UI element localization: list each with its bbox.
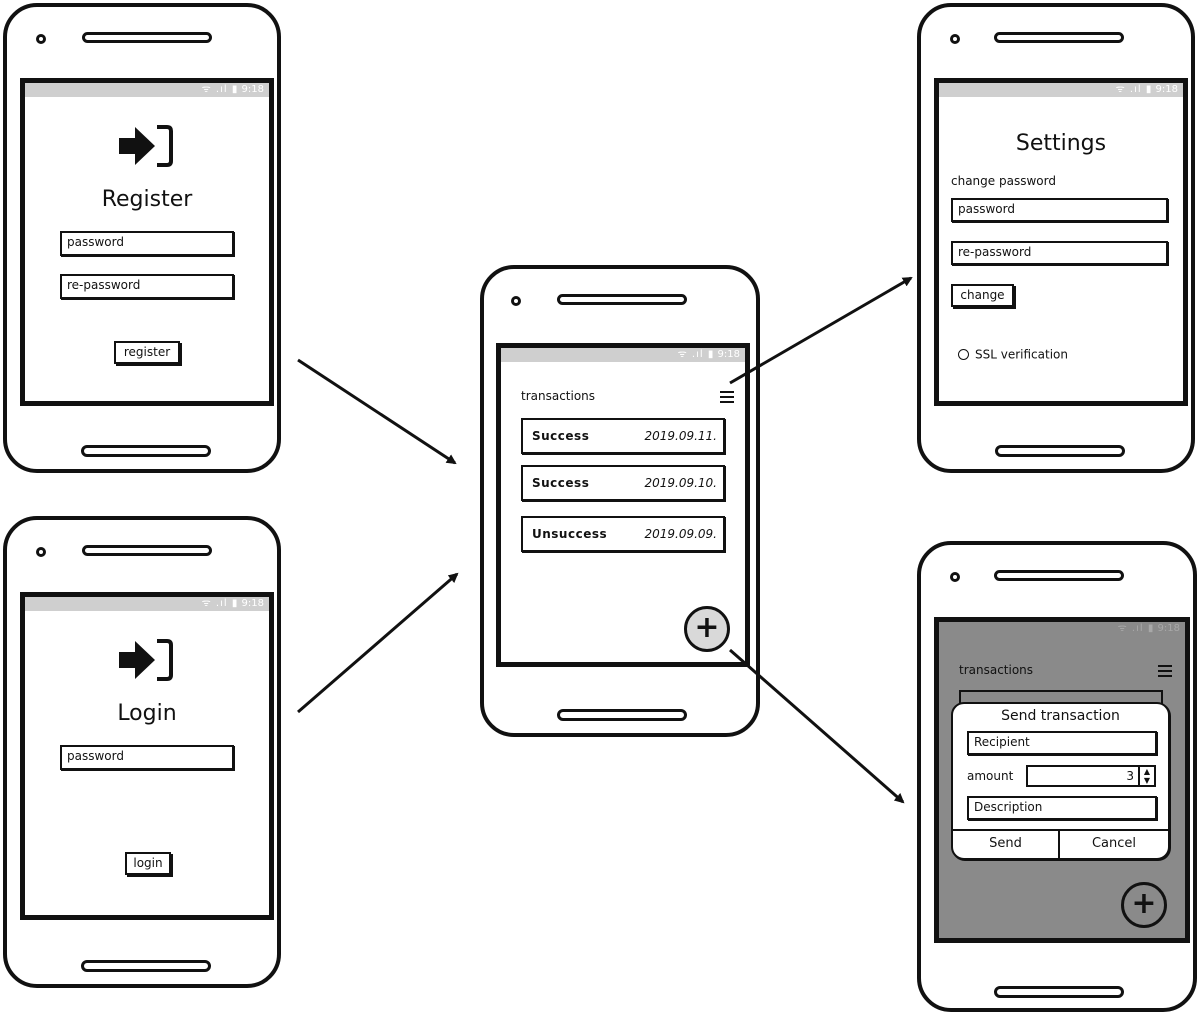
login-arrow-icon (119, 125, 173, 167)
camera-icon (511, 296, 521, 306)
transaction-row[interactable]: Unsuccess 2019.09.09. (521, 516, 725, 552)
status-signal: ᯤ .ıl ▮ (677, 349, 715, 360)
hamburger-menu-icon[interactable] (720, 391, 734, 403)
transaction-row[interactable]: Success 2019.09.11. (521, 418, 725, 454)
add-transaction-button: + (1121, 882, 1167, 928)
register-screen: ᯤ .ıl ▮ 9:18 Register password re-passwo… (20, 78, 274, 406)
transaction-date: 2019.09.09. (644, 527, 717, 541)
status-bar: ᯤ .ıl ▮ 9:18 (25, 83, 269, 97)
ssl-verification-radio[interactable]: SSL verification (958, 347, 1068, 362)
cancel-button[interactable]: Cancel (1091, 836, 1137, 851)
transaction-status: Success (532, 429, 590, 443)
password-field[interactable]: password (60, 745, 234, 770)
dialog-title: Send transaction (1001, 708, 1120, 724)
register-button[interactable]: register (114, 341, 180, 364)
home-button[interactable] (557, 709, 687, 721)
dialog-divider (953, 829, 1168, 831)
transaction-status: Unsuccess (532, 527, 608, 541)
speaker-grille (994, 570, 1124, 581)
change-password-label: change password (951, 174, 1056, 188)
ssl-label: SSL verification (975, 347, 1068, 362)
camera-icon (36, 547, 46, 557)
status-signal: ᯤ .ıl ▮ (201, 84, 239, 95)
status-bar: ᯤ .ıl ▮ 9:18 (939, 83, 1183, 97)
login-title: Login (117, 701, 177, 726)
login-screen: ᯤ .ıl ▮ 9:18 Login password login (20, 592, 274, 920)
speaker-grille (994, 32, 1124, 43)
settings-screen: ᯤ .ıl ▮ 9:18 Settings change password pa… (934, 78, 1188, 406)
transactions-screen: ᯤ .ıl ▮ 9:18 transactions Success 2019.0… (496, 343, 750, 667)
status-time: 9:18 (241, 84, 264, 95)
status-bar: ᯤ .ıl ▮ 9:18 (939, 622, 1185, 636)
home-button[interactable] (994, 986, 1124, 998)
radio-button-icon[interactable] (958, 349, 969, 360)
status-time: 9:18 (717, 349, 740, 360)
spinner-arrows-icon[interactable]: ▲▼ (1138, 767, 1154, 785)
register-phone: ᯤ .ıl ▮ 9:18 Register password re-passwo… (3, 3, 281, 473)
transaction-date: 2019.09.10. (644, 476, 717, 490)
home-button[interactable] (995, 445, 1125, 457)
transactions-title: transactions (521, 389, 596, 403)
password-field[interactable]: password (60, 231, 234, 256)
status-signal: ᯤ .ıl ▮ (1117, 623, 1155, 634)
home-button[interactable] (81, 445, 211, 457)
home-button[interactable] (81, 960, 211, 972)
send-transaction-phone: ᯤ .ıl ▮ 9:18 transactions Send transacti… (917, 541, 1197, 1012)
change-button[interactable]: change (951, 284, 1014, 307)
password-field[interactable]: password (951, 198, 1168, 222)
send-transaction-dialog: Send transaction Recipient amount 3 ▲▼ D… (951, 702, 1170, 860)
settings-title: Settings (1015, 131, 1107, 156)
speaker-grille (82, 32, 212, 43)
status-time: 9:18 (1155, 84, 1178, 95)
arrow-login-to-transactions (297, 572, 459, 714)
login-arrow-icon (119, 639, 173, 681)
settings-phone: ᯤ .ıl ▮ 9:18 Settings change password pa… (917, 3, 1195, 473)
status-time: 9:18 (1157, 623, 1180, 634)
transaction-row[interactable]: Success 2019.09.10. (521, 465, 725, 501)
speaker-grille (557, 294, 687, 305)
login-button[interactable]: login (125, 852, 171, 875)
send-button[interactable]: Send (953, 831, 1060, 858)
register-title: Register (101, 187, 193, 212)
amount-label: amount (967, 769, 1014, 783)
status-signal: ᯤ .ıl ▮ (1115, 84, 1153, 95)
repassword-field[interactable]: re-password (951, 241, 1168, 265)
background-transactions-title: transactions (959, 663, 1034, 677)
status-time: 9:18 (241, 598, 264, 609)
amount-stepper[interactable]: 3 ▲▼ (1026, 765, 1156, 787)
status-bar: ᯤ .ıl ▮ 9:18 (25, 597, 269, 611)
repassword-field[interactable]: re-password (60, 274, 234, 299)
camera-icon (950, 34, 960, 44)
status-bar: ᯤ .ıl ▮ 9:18 (501, 348, 745, 362)
amount-value[interactable]: 3 (1126, 769, 1134, 783)
status-signal: ᯤ .ıl ▮ (201, 598, 239, 609)
hamburger-menu-icon (1158, 665, 1172, 677)
description-field[interactable]: Description (967, 796, 1157, 820)
camera-icon (950, 572, 960, 582)
speaker-grille (82, 545, 212, 556)
transaction-status: Success (532, 476, 590, 490)
recipient-field[interactable]: Recipient (967, 731, 1157, 755)
background-row (959, 690, 1163, 710)
transactions-phone: ᯤ .ıl ▮ 9:18 transactions Success 2019.0… (480, 265, 760, 737)
transaction-date: 2019.09.11. (644, 429, 717, 443)
camera-icon (36, 34, 46, 44)
login-phone: ᯤ .ıl ▮ 9:18 Login password login (3, 516, 281, 988)
add-transaction-button[interactable]: + (684, 606, 730, 652)
arrow-register-to-transactions (297, 358, 457, 465)
